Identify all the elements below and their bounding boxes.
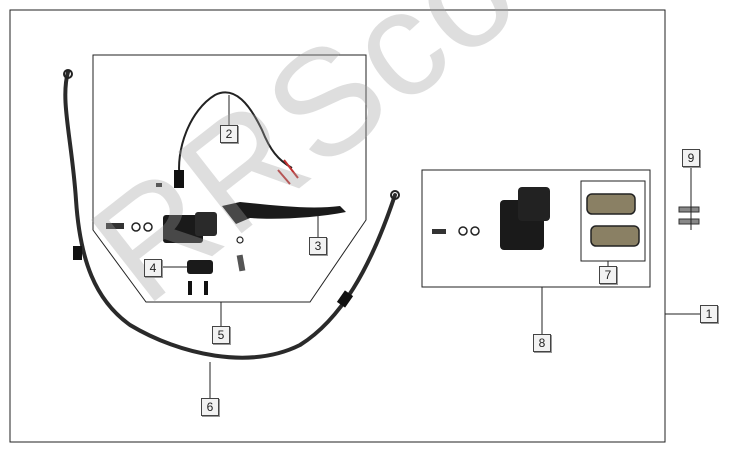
callout-7[interactable]: 7 — [599, 266, 617, 284]
callout-1[interactable]: 1 — [700, 305, 718, 323]
mc-washer-1 — [131, 222, 141, 232]
callout-2[interactable]: 2 — [220, 125, 238, 143]
callout-6[interactable]: 6 — [201, 398, 219, 416]
brake-pad-1 — [586, 193, 636, 215]
mc-clamp — [187, 260, 213, 274]
brake-hose — [63, 70, 397, 360]
clamp-bolt-1 — [188, 281, 192, 295]
lever-pivot-bolt — [236, 254, 246, 272]
hose-banjo-top — [63, 69, 73, 79]
hose-banjo-end — [390, 190, 400, 200]
switch-wire-red-1 — [283, 159, 299, 179]
callout-5[interactable]: 5 — [212, 326, 230, 344]
callout-3[interactable]: 3 — [309, 237, 327, 255]
caliper-piston — [518, 187, 550, 221]
pads-box — [580, 180, 646, 262]
hose-sleeve-1 — [73, 246, 82, 260]
hose-sleeve-2 — [336, 290, 354, 308]
caliper-washer-1 — [458, 226, 468, 236]
callout-8[interactable]: 8 — [533, 334, 551, 352]
mc-washer-2 — [143, 222, 153, 232]
callout-9[interactable]: 9 — [682, 149, 700, 167]
pin-bolt-2 — [678, 218, 700, 225]
switch-wire — [178, 91, 293, 181]
switch-wire-red-2 — [277, 169, 291, 185]
pin-bolt-1 — [678, 206, 700, 213]
switch-screw — [156, 183, 162, 187]
master-cylinder — [163, 215, 203, 243]
switch-body — [174, 170, 184, 188]
caliper-bolt — [432, 229, 446, 234]
brake-pad-2 — [590, 225, 640, 247]
brake-lever — [222, 202, 346, 224]
master-cylinder-cap — [195, 212, 217, 236]
caliper-washer-2 — [470, 226, 480, 236]
clamp-bolt-2 — [204, 281, 208, 295]
lever-group-outline — [92, 54, 367, 303]
caliper-group-box — [421, 169, 651, 288]
lever-pivot-washer — [236, 236, 244, 244]
callout-4[interactable]: 4 — [144, 259, 162, 277]
outer-frame — [9, 9, 666, 443]
mc-bolt — [106, 223, 124, 229]
